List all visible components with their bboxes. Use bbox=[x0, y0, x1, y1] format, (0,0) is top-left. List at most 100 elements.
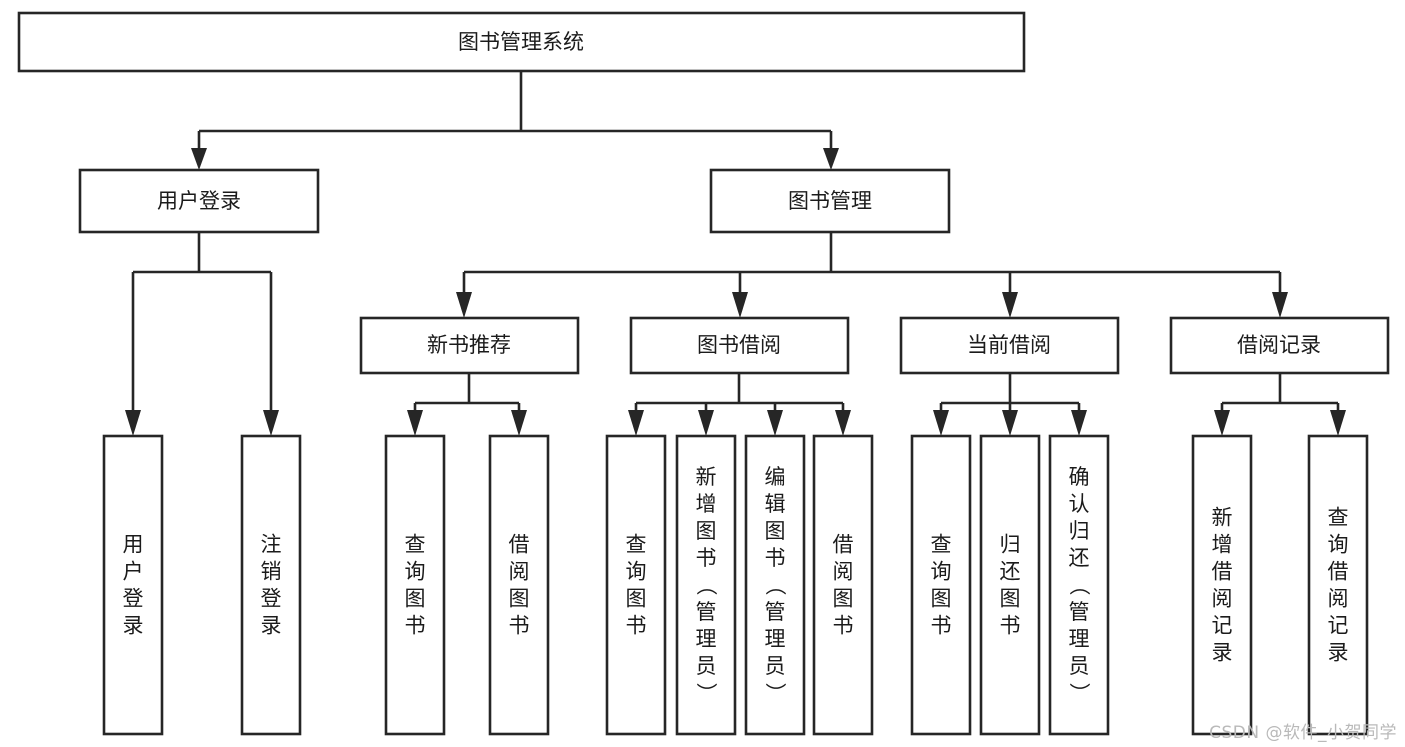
svg-text:记: 记 bbox=[1212, 614, 1233, 638]
node-leaf-add-book[interactable] bbox=[675, 434, 737, 736]
svg-text:员: 员 bbox=[696, 654, 717, 678]
svg-text:增: 增 bbox=[1212, 533, 1233, 557]
node-leaf-borrow-book-1[interactable] bbox=[488, 434, 550, 736]
node-book-manage[interactable]: 图书管理 bbox=[709, 168, 951, 234]
node-leaf-query-book-2[interactable] bbox=[605, 434, 667, 736]
node-leaf-return-book[interactable] bbox=[979, 434, 1041, 736]
node-user-login[interactable]: 用户登录 bbox=[78, 168, 320, 234]
node-current-borrow-label: 当前借阅 bbox=[967, 333, 1051, 357]
svg-text:图: 图 bbox=[626, 587, 647, 611]
node-leaf-borrow-book-2[interactable] bbox=[812, 434, 874, 736]
svg-text:询: 询 bbox=[931, 560, 952, 584]
svg-text:辑: 辑 bbox=[765, 492, 786, 516]
svg-text:借: 借 bbox=[1212, 560, 1233, 584]
node-leaf-query-book-1-box[interactable] bbox=[384, 434, 446, 736]
node-leaf-query-record-box[interactable] bbox=[1307, 434, 1369, 736]
arrow-head-book-manage bbox=[823, 148, 839, 170]
node-book-borrow[interactable]: 图书借阅 bbox=[629, 316, 850, 375]
svg-text:阅: 阅 bbox=[833, 560, 854, 584]
node-leaf-query-book-1[interactable] bbox=[384, 434, 446, 736]
svg-text:借: 借 bbox=[509, 533, 530, 557]
svg-text:理: 理 bbox=[765, 627, 786, 651]
svg-text:员: 员 bbox=[1069, 654, 1090, 678]
svg-text:归: 归 bbox=[1000, 533, 1021, 557]
svg-text:理: 理 bbox=[696, 627, 717, 651]
arrow-head-leaf-confirm-return bbox=[1071, 410, 1087, 436]
svg-text:书: 书 bbox=[626, 614, 647, 638]
svg-text:户: 户 bbox=[123, 560, 144, 584]
arrow-head-leaf-query-book-3 bbox=[933, 410, 949, 436]
node-leaf-logout-login[interactable] bbox=[240, 434, 302, 736]
arrow-head-leaf-edit-book bbox=[767, 410, 783, 436]
node-leaf-confirm-return[interactable] bbox=[1048, 434, 1110, 736]
node-leaf-add-record[interactable] bbox=[1191, 434, 1253, 736]
svg-text:登: 登 bbox=[123, 587, 144, 611]
node-new-book-recommend[interactable]: 新书推荐 bbox=[359, 316, 580, 375]
svg-text:询: 询 bbox=[1328, 533, 1349, 557]
node-leaf-user-login-box[interactable] bbox=[102, 434, 164, 736]
node-leaf-user-login[interactable] bbox=[102, 434, 164, 736]
node-new-book-recommend-label: 新书推荐 bbox=[427, 333, 511, 357]
node-book-manage-label: 图书管理 bbox=[788, 189, 872, 213]
svg-text:管: 管 bbox=[696, 600, 717, 624]
arrow-head-leaf-borrow-book-1 bbox=[511, 410, 527, 436]
node-root-label: 图书管理系统 bbox=[458, 30, 584, 54]
svg-text:注: 注 bbox=[261, 533, 282, 557]
node-leaf-logout-login-box[interactable] bbox=[240, 434, 302, 736]
node-borrow-record[interactable]: 借阅记录 bbox=[1169, 316, 1390, 375]
node-leaf-confirm-return-box[interactable] bbox=[1048, 434, 1110, 736]
svg-text:（: （ bbox=[694, 575, 718, 596]
node-user-login-label: 用户登录 bbox=[157, 189, 241, 213]
node-leaf-borrow-book-1-box[interactable] bbox=[488, 434, 550, 736]
svg-text:销: 销 bbox=[261, 560, 282, 584]
svg-text:还: 还 bbox=[1000, 560, 1021, 584]
node-root[interactable]: 图书管理系统 bbox=[17, 11, 1026, 73]
arrow-head-leaf-add-book bbox=[698, 410, 714, 436]
node-user-login-box[interactable] bbox=[78, 168, 320, 234]
node-borrow-record-label: 借阅记录 bbox=[1237, 333, 1321, 357]
arrow-head-user-login bbox=[191, 148, 207, 170]
svg-text:录: 录 bbox=[1212, 641, 1233, 665]
arrow-head-borrow-record bbox=[1272, 292, 1288, 318]
node-new-book-recommend-box[interactable] bbox=[359, 316, 580, 375]
svg-text:书: 书 bbox=[1000, 614, 1021, 638]
node-leaf-edit-book[interactable] bbox=[744, 434, 806, 736]
node-current-borrow[interactable]: 当前借阅 bbox=[899, 316, 1120, 375]
node-leaf-return-book-box[interactable] bbox=[979, 434, 1041, 736]
node-leaf-query-book-3[interactable] bbox=[910, 434, 972, 736]
node-leaf-user-login-label: 用户登录 bbox=[123, 533, 144, 638]
svg-text:书: 书 bbox=[405, 614, 426, 638]
node-leaf-borrow-book-2-box[interactable] bbox=[812, 434, 874, 736]
node-root-box[interactable] bbox=[17, 11, 1026, 73]
svg-text:询: 询 bbox=[626, 560, 647, 584]
svg-text:图: 图 bbox=[833, 587, 854, 611]
node-leaf-add-book-box[interactable] bbox=[675, 434, 737, 736]
svg-text:阅: 阅 bbox=[1328, 587, 1349, 611]
node-borrow-record-box[interactable] bbox=[1169, 316, 1390, 375]
svg-text:认: 认 bbox=[1069, 492, 1090, 516]
svg-text:书: 书 bbox=[931, 614, 952, 638]
node-current-borrow-box[interactable] bbox=[899, 316, 1120, 375]
node-book-borrow-box[interactable] bbox=[629, 316, 850, 375]
svg-text:阅: 阅 bbox=[1212, 587, 1233, 611]
node-leaf-add-record-box[interactable] bbox=[1191, 434, 1253, 736]
svg-text:书: 书 bbox=[833, 614, 854, 638]
node-leaf-query-book-3-box[interactable] bbox=[910, 434, 972, 736]
edge-group bbox=[125, 71, 1346, 436]
node-leaf-edit-book-box[interactable] bbox=[744, 434, 806, 736]
node-leaf-query-record[interactable] bbox=[1307, 434, 1369, 736]
node-leaf-query-book-2-box[interactable] bbox=[605, 434, 667, 736]
node-book-manage-box[interactable] bbox=[709, 168, 951, 234]
svg-text:）: ） bbox=[763, 683, 787, 704]
svg-text:）: ） bbox=[694, 683, 718, 704]
svg-text:录: 录 bbox=[123, 614, 144, 638]
svg-text:确: 确 bbox=[1069, 465, 1090, 489]
svg-text:增: 增 bbox=[696, 492, 717, 516]
